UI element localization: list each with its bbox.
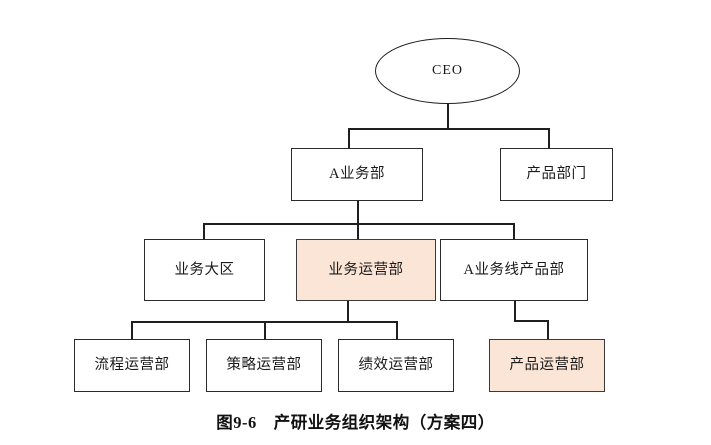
node-business-region[interactable]: 业务大区 xyxy=(144,239,265,301)
node-performance-operations-label: 绩效运营部 xyxy=(358,357,434,374)
connector-ceo-to-biz-a xyxy=(348,128,350,149)
node-product-operations-label: 产品运营部 xyxy=(509,357,585,374)
node-performance-operations[interactable]: 绩效运营部 xyxy=(338,339,454,392)
node-line-product-department[interactable]: A业务线产品部 xyxy=(440,239,588,301)
node-process-operations-label: 流程运营部 xyxy=(94,357,170,374)
node-business-operations-label: 业务运营部 xyxy=(328,261,404,278)
node-line-product-department-label: A业务线产品部 xyxy=(463,261,565,278)
connector-biz-ops-stem xyxy=(347,301,349,322)
node-strategy-operations[interactable]: 策略运营部 xyxy=(206,339,322,392)
figure-caption: 图9-6 产研业务组织架构（方案四） xyxy=(216,413,495,432)
node-business-region-label: 业务大区 xyxy=(174,261,235,278)
node-biz-a-label: A业务部 xyxy=(329,166,385,183)
connector-ceo-bus xyxy=(348,128,549,130)
node-biz-a[interactable]: A业务部 xyxy=(291,148,423,201)
node-product-department[interactable]: 产品部门 xyxy=(500,148,613,201)
node-product-operations[interactable]: 产品运营部 xyxy=(489,339,605,392)
connector-line-prod-drop xyxy=(547,320,549,339)
node-strategy-operations-label: 策略运营部 xyxy=(226,357,302,374)
connector-ceo-to-product xyxy=(548,128,550,149)
connector-biz-ops-to-proc xyxy=(131,321,133,339)
connector-biz-ops-to-strat xyxy=(264,321,266,339)
connector-biz-ops-to-perf xyxy=(396,321,398,339)
node-business-operations[interactable]: 业务运营部 xyxy=(296,239,436,301)
connector-biz-a-stem xyxy=(357,201,359,224)
node-ceo[interactable]: CEO xyxy=(375,38,520,104)
connector-biz-a-to-region xyxy=(203,223,205,239)
connector-biz-a-to-line-prod xyxy=(513,223,515,239)
connector-ceo-stem xyxy=(447,103,449,129)
connector-biz-a-to-biz-ops xyxy=(357,223,359,239)
node-product-department-label: 产品部门 xyxy=(526,166,587,183)
node-process-operations[interactable]: 流程运营部 xyxy=(74,339,190,392)
connector-line-prod-jog xyxy=(514,320,548,322)
connector-line-prod-stem xyxy=(514,301,516,322)
node-ceo-label: CEO xyxy=(432,63,463,78)
